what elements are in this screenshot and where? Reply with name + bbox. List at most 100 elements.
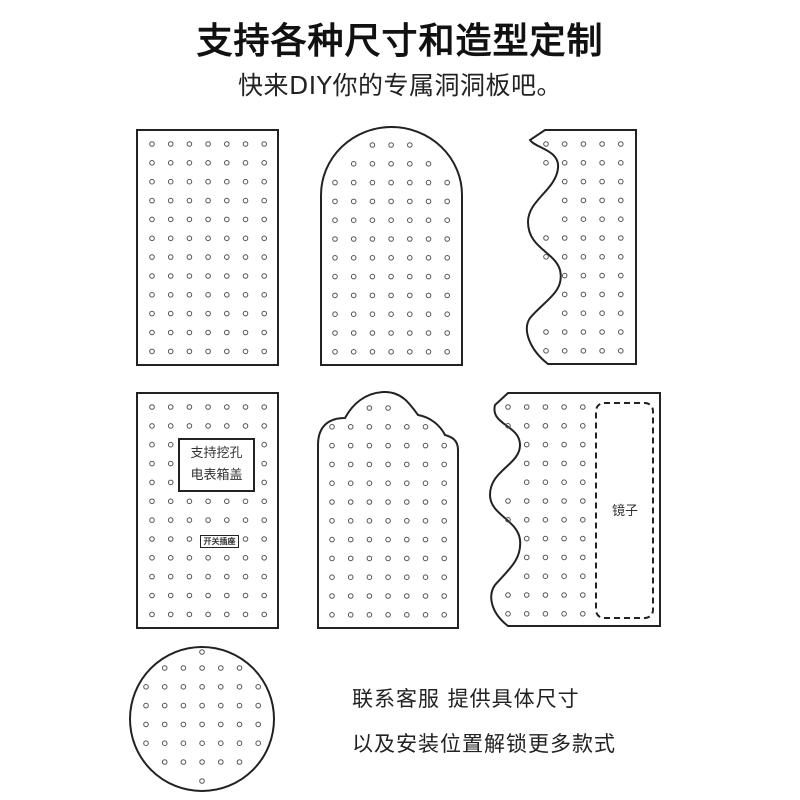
peg-hole <box>347 536 354 543</box>
peg-hole <box>542 573 549 580</box>
peg-hole <box>332 311 338 318</box>
peg-hole <box>441 536 448 543</box>
peg-hole <box>580 348 587 354</box>
peg-hole <box>618 178 624 185</box>
peg-hole <box>366 499 373 505</box>
peg-hole <box>205 517 211 523</box>
peg-hole <box>161 721 168 728</box>
board-circle <box>129 646 275 792</box>
peg-hole <box>407 330 413 336</box>
peg-hole <box>242 404 249 410</box>
peg-hole <box>366 593 373 599</box>
peg-hole <box>425 273 432 280</box>
peg-hole <box>205 254 211 260</box>
peg-hole <box>422 593 429 599</box>
peg-hole <box>543 235 549 241</box>
peg-hole <box>366 574 373 581</box>
peg-hole <box>218 684 224 690</box>
peg-hole <box>149 178 155 185</box>
peg-hole <box>186 348 193 355</box>
peg-hole <box>618 216 624 222</box>
peg-hole <box>388 330 394 336</box>
peg-hole <box>149 235 155 242</box>
peg-hole <box>523 554 530 561</box>
peg-hole <box>167 254 174 260</box>
peg-hole <box>542 535 549 542</box>
peg-hole <box>205 423 211 429</box>
peg-hole <box>167 611 174 618</box>
peg-hole <box>242 216 249 223</box>
peg-hole <box>523 535 530 542</box>
peg-hole <box>167 292 174 298</box>
peg-hole <box>167 441 174 448</box>
peg-hole <box>543 348 549 354</box>
peg-hole <box>149 216 155 223</box>
peg-hole <box>149 498 155 505</box>
peg-hole <box>149 536 155 542</box>
peg-hole <box>441 555 448 562</box>
peg-hole <box>261 292 268 298</box>
peg-hole <box>580 498 586 504</box>
peg-hole <box>186 517 193 523</box>
peg-hole <box>242 197 249 204</box>
peg-hole <box>261 536 268 542</box>
peg-hole <box>242 517 249 523</box>
peg-hole <box>580 253 587 260</box>
peg-hole <box>205 404 211 410</box>
peg-hole <box>261 404 268 410</box>
board-scalloped-top <box>317 390 459 629</box>
peg-hole <box>580 141 587 147</box>
peg-hole <box>186 160 193 166</box>
peg-hole <box>561 160 568 166</box>
peg-hole <box>542 441 549 448</box>
peg-hole <box>242 310 249 317</box>
peg-hole <box>149 573 155 580</box>
peg-hole <box>167 141 174 147</box>
peg-hole <box>407 161 413 167</box>
peg-hole <box>218 759 224 765</box>
peg-hole <box>425 236 432 242</box>
peg-hole <box>543 160 549 166</box>
peg-hole <box>407 273 413 280</box>
peg-hole <box>599 235 605 241</box>
peg-hole <box>599 178 605 185</box>
peg-hole <box>186 423 193 429</box>
board-wave-mirror <box>488 392 661 627</box>
peg-hole <box>388 254 394 261</box>
peg-hole <box>167 555 174 561</box>
peg-hole <box>224 348 230 355</box>
peg-hole <box>388 292 394 299</box>
peg-hole <box>542 554 549 561</box>
peg-hole <box>542 517 549 523</box>
peg-hole <box>599 197 605 204</box>
peg-hole <box>404 518 410 524</box>
peg-hole <box>218 702 224 709</box>
peg-hole <box>224 254 230 260</box>
peg-hole <box>329 461 335 468</box>
peg-hole <box>329 424 335 430</box>
peg-hole <box>618 310 624 317</box>
peg-hole <box>205 216 211 223</box>
peg-hole <box>618 253 624 260</box>
peg-hole <box>242 178 249 185</box>
peg-hole <box>350 330 357 336</box>
peg-hole <box>261 273 268 279</box>
peg-hole <box>329 499 335 505</box>
peg-hole <box>580 573 586 580</box>
peg-hole <box>224 178 230 185</box>
peg-hole <box>542 498 549 504</box>
peg-hole <box>441 442 448 449</box>
peg-hole <box>441 480 448 487</box>
peg-hole <box>199 665 205 671</box>
peg-hole <box>167 235 174 242</box>
peg-hole <box>388 311 394 318</box>
peg-hole <box>242 273 249 279</box>
peg-hole <box>242 423 249 429</box>
peg-hole <box>332 198 338 205</box>
peg-hole <box>441 574 448 581</box>
peg-hole <box>347 499 354 505</box>
peg-hole <box>261 178 268 185</box>
peg-hole <box>350 311 357 318</box>
mirror-label: 镜子 <box>612 504 639 519</box>
peg-hole <box>236 759 243 765</box>
